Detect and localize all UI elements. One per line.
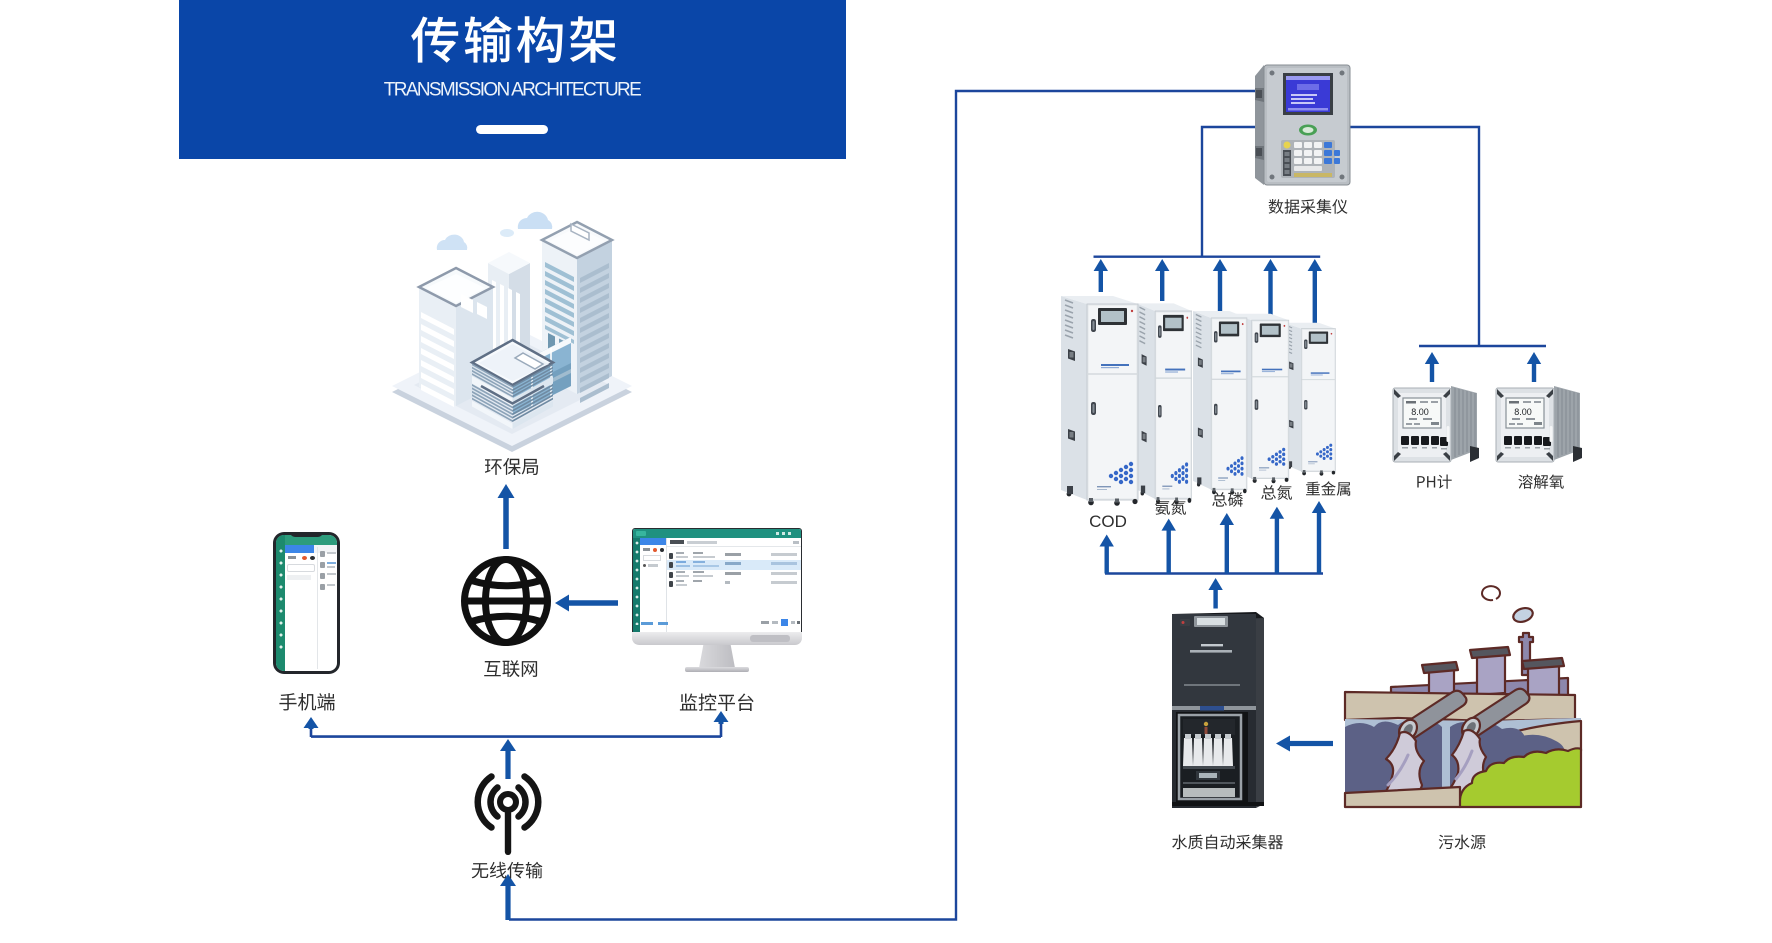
svg-text:TRANSMISSION ARCHITECTURE: TRANSMISSION ARCHITECTURE [384,79,642,100]
svg-text:COD: COD [1089,512,1127,531]
